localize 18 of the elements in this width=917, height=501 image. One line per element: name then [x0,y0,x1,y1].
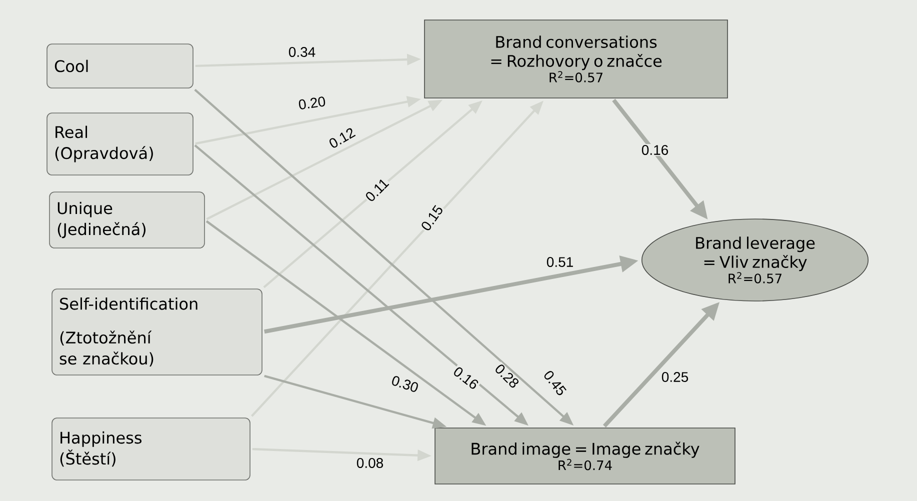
variable-box: Self-identification (Ztotožnění se značkou) [52,288,262,376]
variable-box: Real (Opravdová) [46,112,194,176]
edge-label: 0.11 [362,176,392,204]
edge-label: 0.28 [492,361,522,391]
edge-label: 0.16 [450,364,482,392]
edge-label: 0.12 [326,126,358,150]
edge-label: 0.25 [660,371,690,383]
edge-label: 0.30 [389,374,421,394]
edge-label: 0.08 [355,457,385,469]
variable-box: Happiness (Štěstí) [52,418,250,480]
edge-label: 0.51 [545,256,575,268]
variable-box: Cool [46,44,194,88]
outcome-box: Brand image = Image značky R$^{2}$=0.74 [434,428,736,484]
edge-label: 0.34 [287,46,317,58]
variable-box: Unique (Jedinečná) [49,192,205,248]
edge-label: 0.16 [640,144,670,156]
outcome-box: Brand conversations = Rozhovory o značce R$^{2}$=0.57 [424,20,728,98]
edge-label: 0.20 [296,95,328,111]
